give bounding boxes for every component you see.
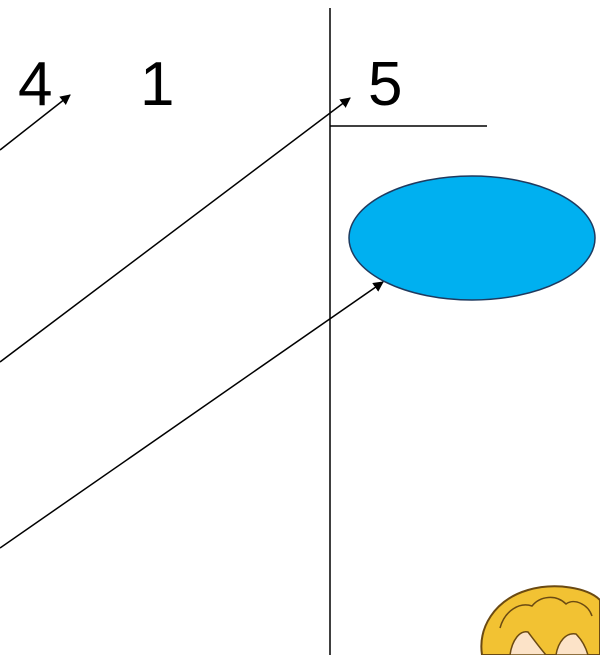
label-1: 1 [140, 50, 175, 119]
label-4: 4 [18, 50, 53, 119]
arrow-to-4 [0, 94, 71, 151]
cartoon-child-head-icon [480, 585, 600, 655]
blue-ellipse [348, 175, 596, 301]
label-5: 5 [368, 50, 403, 119]
arrow-to-5 [0, 97, 351, 363]
arrow-to-ellipse [0, 281, 384, 549]
